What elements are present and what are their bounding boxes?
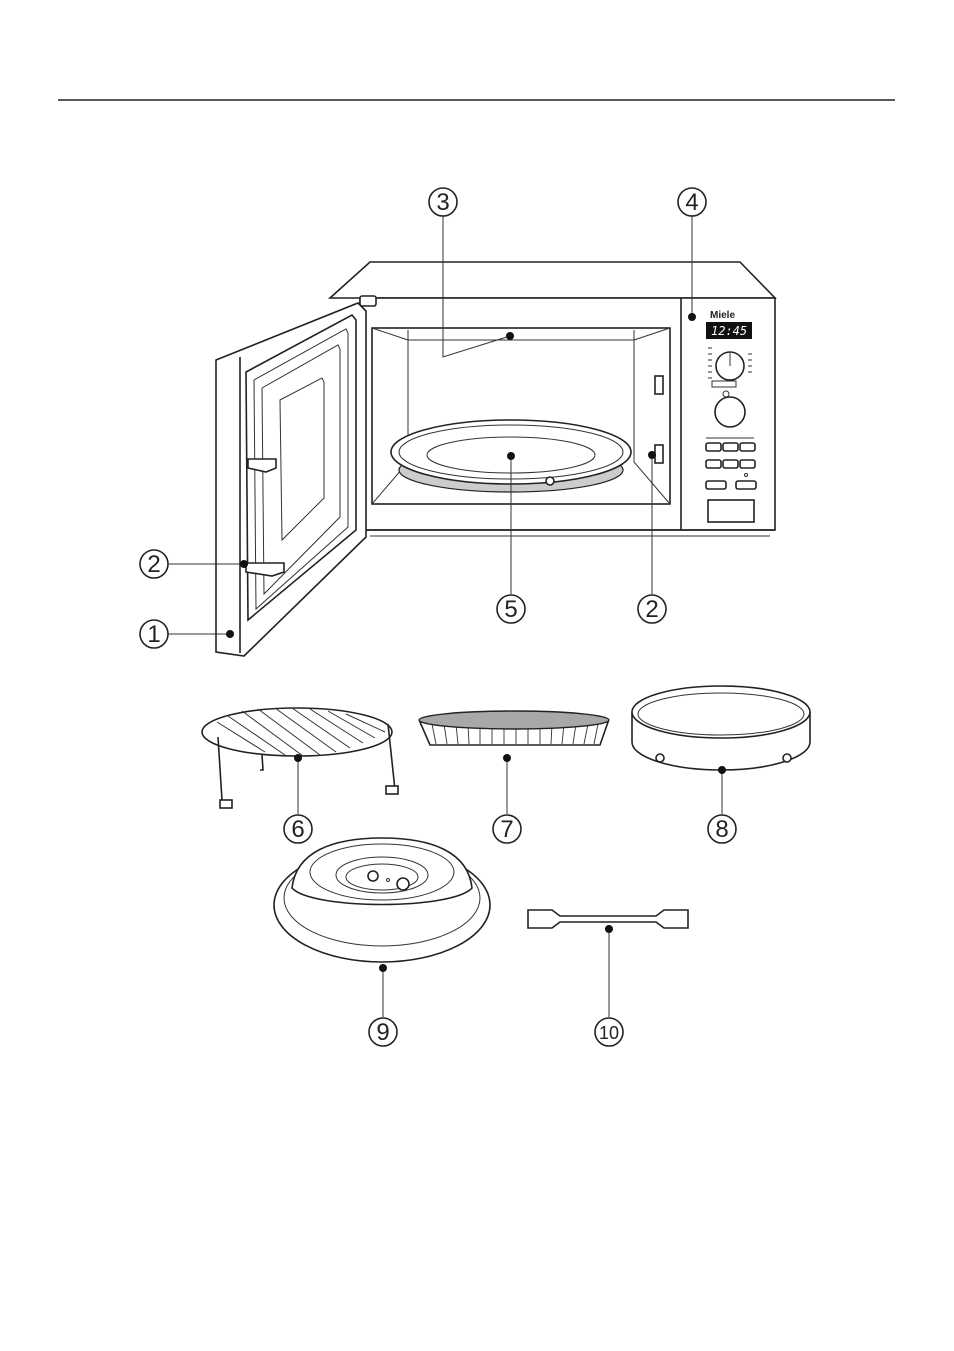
svg-text:2: 2 bbox=[147, 551, 160, 578]
flan-dish bbox=[419, 711, 609, 745]
callout-5: 5 bbox=[497, 595, 525, 623]
auto-button-3[interactable] bbox=[740, 443, 755, 451]
callout-4: 4 bbox=[678, 188, 706, 216]
callout-1: 1 bbox=[140, 620, 168, 648]
turntable-ring bbox=[632, 686, 810, 770]
time-display-text: 12:45 bbox=[711, 324, 747, 338]
svg-text:8: 8 bbox=[715, 816, 728, 843]
svg-text:3: 3 bbox=[436, 189, 449, 216]
steam-vent-1 bbox=[368, 871, 378, 881]
door-release-button[interactable] bbox=[708, 500, 754, 522]
memory-button[interactable] bbox=[740, 460, 755, 468]
cover bbox=[274, 838, 490, 962]
start-button[interactable] bbox=[736, 481, 756, 489]
auto-button-1[interactable] bbox=[706, 443, 721, 451]
callout-9: 9 bbox=[369, 1018, 397, 1046]
callout-3: 3 bbox=[429, 188, 457, 216]
brand-logo: Miele bbox=[710, 310, 735, 321]
time-knob[interactable] bbox=[715, 397, 745, 427]
svg-text:9: 9 bbox=[376, 1019, 389, 1046]
callout-7: 7 bbox=[493, 815, 521, 843]
steam-vent-2 bbox=[397, 878, 409, 890]
svg-text:5: 5 bbox=[504, 596, 517, 623]
callout-2-door: 2 bbox=[140, 550, 168, 578]
clock-button[interactable] bbox=[723, 460, 738, 468]
callout-2-slot: 2 bbox=[638, 595, 666, 623]
svg-text:4: 4 bbox=[685, 189, 698, 216]
auto-button-2[interactable] bbox=[723, 443, 738, 451]
callout-10: 10 bbox=[595, 1018, 623, 1046]
svg-text:10: 10 bbox=[599, 1023, 619, 1043]
door bbox=[216, 303, 366, 656]
stop-button[interactable] bbox=[706, 481, 726, 489]
timer-button[interactable] bbox=[706, 460, 721, 468]
svg-text:7: 7 bbox=[500, 816, 513, 843]
svg-text:2: 2 bbox=[645, 596, 658, 623]
callout-6: 6 bbox=[284, 815, 312, 843]
svg-text:1: 1 bbox=[147, 621, 160, 648]
callout-8: 8 bbox=[708, 815, 736, 843]
microwave-body bbox=[330, 262, 775, 536]
svg-text:6: 6 bbox=[291, 816, 304, 843]
